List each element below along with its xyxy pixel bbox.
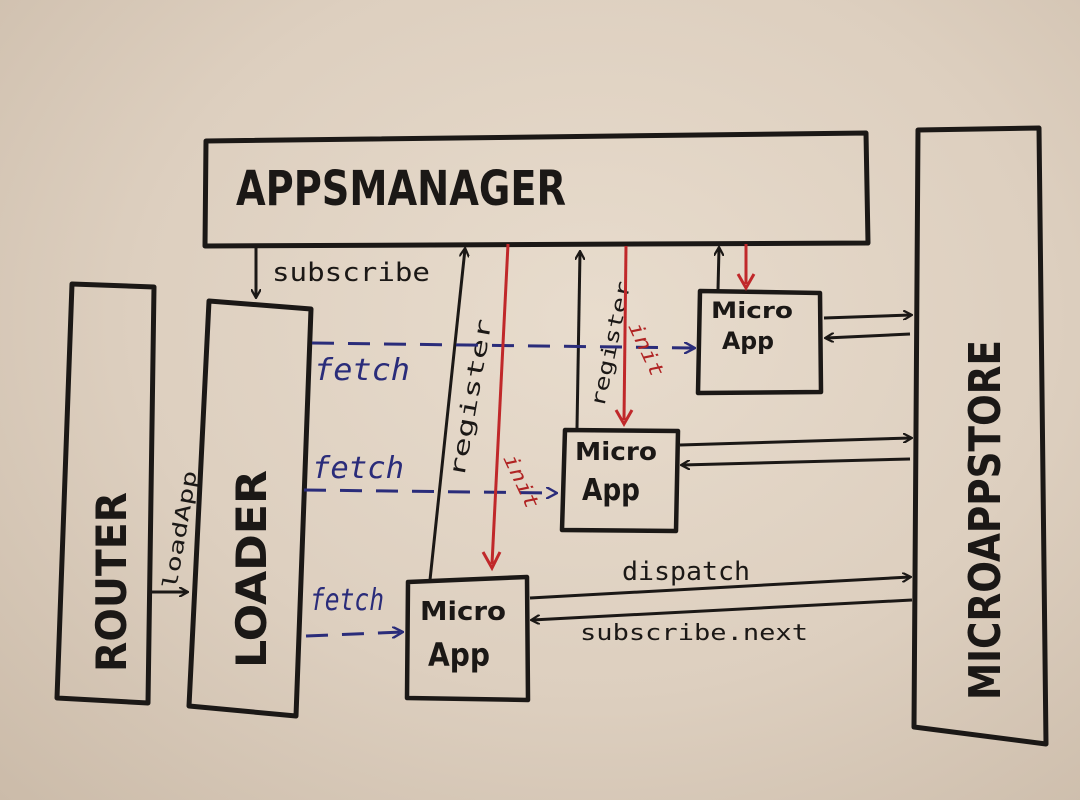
fetch-bottom-edge: fetch	[305, 583, 402, 636]
dispatch-label: dispatch	[622, 557, 750, 587]
micro-app-store-box: MICROAPPSTORE	[911, 125, 1049, 747]
dispatch-edge: dispatch	[529, 557, 910, 600]
apps-manager-label: APPSMANAGER	[236, 161, 566, 217]
loader-label: LOADER	[227, 470, 276, 668]
fetch-middle-label: fetch	[312, 451, 404, 486]
register-right-label: register	[585, 279, 635, 409]
register-left-label: register	[445, 317, 497, 479]
fetch-middle-edge: fetch	[303, 451, 556, 493]
router-box: ROUTER	[54, 281, 157, 706]
fetch-top-label: fetch	[314, 353, 410, 388]
micro-app-top-label-line1: Micro	[711, 299, 793, 324]
micro-app-bottom-label-line2: App	[428, 636, 490, 674]
top-app-store-edges	[824, 315, 911, 338]
micro-app-bottom-box: Micro App	[404, 574, 531, 703]
init-left-label: init	[498, 450, 544, 513]
init-left-edge: init	[481, 243, 545, 572]
micro-app-top-box: Micro App	[695, 288, 824, 396]
micro-app-top-label-line2: App	[722, 327, 774, 355]
subscribe-edge: subscribe	[256, 248, 430, 297]
init-right-edge: init	[614, 245, 670, 428]
micro-app-bottom-label-line1: Micro	[420, 597, 506, 627]
micro-app-middle-box: Micro App	[559, 427, 681, 534]
subscribe-next-label: subscribe.next	[580, 621, 808, 646]
init-right-label: init	[623, 318, 669, 381]
middle-app-store-edges	[680, 438, 911, 465]
init-top-edge	[736, 244, 756, 292]
micro-app-store-label: MICROAPPSTORE	[960, 340, 1011, 700]
register-top-edge	[718, 248, 719, 291]
subscribe-next-edge: subscribe.next	[532, 598, 913, 646]
fetch-bottom-label: fetch	[310, 583, 384, 618]
apps-manager-box: APPSMANAGER	[202, 130, 871, 249]
router-label: ROUTER	[87, 492, 136, 672]
register-left-edge: register	[428, 249, 498, 581]
micro-app-middle-label-line2: App	[582, 473, 640, 508]
loader-box: LOADER	[186, 298, 314, 719]
micro-app-middle-label-line1: Micro	[575, 437, 657, 466]
subscribe-label: subscribe	[272, 258, 430, 288]
